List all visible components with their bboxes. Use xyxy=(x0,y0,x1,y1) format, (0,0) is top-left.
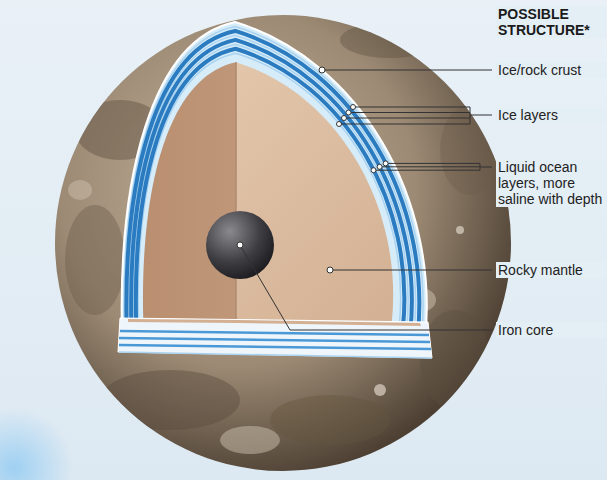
moon-surface xyxy=(55,15,511,471)
surface-texture xyxy=(65,22,500,454)
rocky-mantle xyxy=(143,62,393,323)
corner-glow xyxy=(0,408,74,480)
ocean-layers xyxy=(126,31,419,336)
part-label: Liquid ocean layers, more saline with de… xyxy=(496,159,606,207)
bottom-shelf xyxy=(118,318,432,358)
leader-dots xyxy=(237,67,388,273)
part-label: Ice/rock crust xyxy=(496,62,606,78)
iron-core xyxy=(206,211,274,279)
part-label: Ice layers xyxy=(496,107,606,123)
heading: POSSIBLE STRUCTURE* xyxy=(496,6,606,38)
part-label: Iron core xyxy=(496,322,606,338)
leader-lines xyxy=(240,70,492,330)
part-label: Rocky mantle xyxy=(496,262,606,278)
ice-layers xyxy=(124,26,423,338)
